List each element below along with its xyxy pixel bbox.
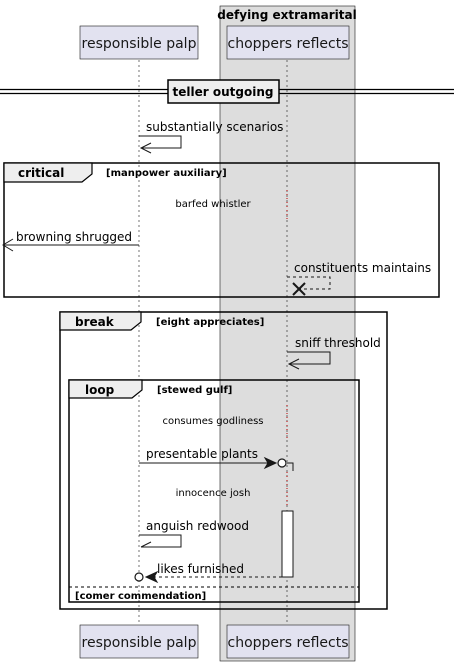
- critical-frame: critical [manpower auxiliary]: [3, 162, 440, 298]
- participant-responsible-palp-top[interactable]: responsible palp: [79, 25, 199, 60]
- participant-label: responsible palp: [82, 635, 197, 651]
- loop-else-guard: [comer commendation]: [75, 591, 206, 602]
- message-constituents-maintains: constituents maintains: [287, 261, 431, 296]
- message-label: browning shrugged: [16, 230, 132, 244]
- message-likes-furnished: likes furnished: [134, 562, 282, 584]
- message-presentable-plants: presentable plants: [139, 447, 287, 470]
- delay-consumes-godliness: consumes godliness: [162, 416, 263, 427]
- destroy-icon: [292, 282, 306, 296]
- activation-start: [287, 462, 294, 471]
- loop-guard: [stewed gulf]: [157, 385, 232, 396]
- critical-keyword: critical: [18, 166, 64, 180]
- message-label: substantially scenarios: [146, 120, 283, 134]
- arrow-head-icon: [287, 358, 300, 370]
- divider-label: teller outgoing: [173, 85, 274, 99]
- delay-innocence-josh: innocence josh: [176, 488, 251, 499]
- critical-guard: [manpower auxiliary]: [106, 168, 227, 179]
- participant-responsible-palp-bottom[interactable]: responsible palp: [79, 624, 199, 659]
- break-frame: break [eight appreciates]: [59, 311, 388, 610]
- participant-label: responsible palp: [82, 36, 197, 52]
- half-arrow-head-icon: [140, 541, 152, 548]
- participant-label: choppers reflects: [228, 635, 349, 651]
- participant-group-title: defying extramarital: [217, 8, 356, 22]
- circle-endpoint-icon: [277, 458, 287, 468]
- loop-keyword: loop: [85, 383, 115, 397]
- arrow-head-icon: [144, 570, 159, 584]
- circle-endpoint-icon: [134, 572, 144, 582]
- delay-barfed-whistler: barfed whistler: [175, 199, 251, 210]
- message-substantially-scenarios: substantially scenarios: [139, 120, 283, 154]
- message-label: anguish redwood: [146, 519, 249, 533]
- participant-label: choppers reflects: [228, 36, 349, 52]
- message-anguish-redwood: anguish redwood: [139, 519, 249, 548]
- participant-choppers-reflects-bottom[interactable]: choppers reflects: [226, 624, 350, 659]
- participant-choppers-reflects-top[interactable]: choppers reflects: [226, 25, 350, 60]
- arrow-head-icon: [139, 142, 152, 154]
- arrow-head-icon: [2, 238, 14, 252]
- message-label: constituents maintains: [294, 261, 431, 275]
- divider: teller outgoing: [0, 79, 454, 104]
- message-sniff-threshold: sniff threshold: [287, 336, 381, 370]
- message-label: presentable plants: [146, 447, 258, 461]
- message-label: sniff threshold: [295, 336, 381, 350]
- message-browning-shrugged: browning shrugged: [2, 230, 139, 252]
- break-guard: [eight appreciates]: [156, 317, 264, 328]
- loop-frame: loop [stewed gulf] [comer commendation]: [68, 379, 360, 603]
- break-keyword: break: [75, 315, 115, 329]
- message-label: likes furnished: [157, 562, 244, 576]
- activation-bar: [281, 510, 294, 578]
- arrow-head-icon: [263, 456, 278, 470]
